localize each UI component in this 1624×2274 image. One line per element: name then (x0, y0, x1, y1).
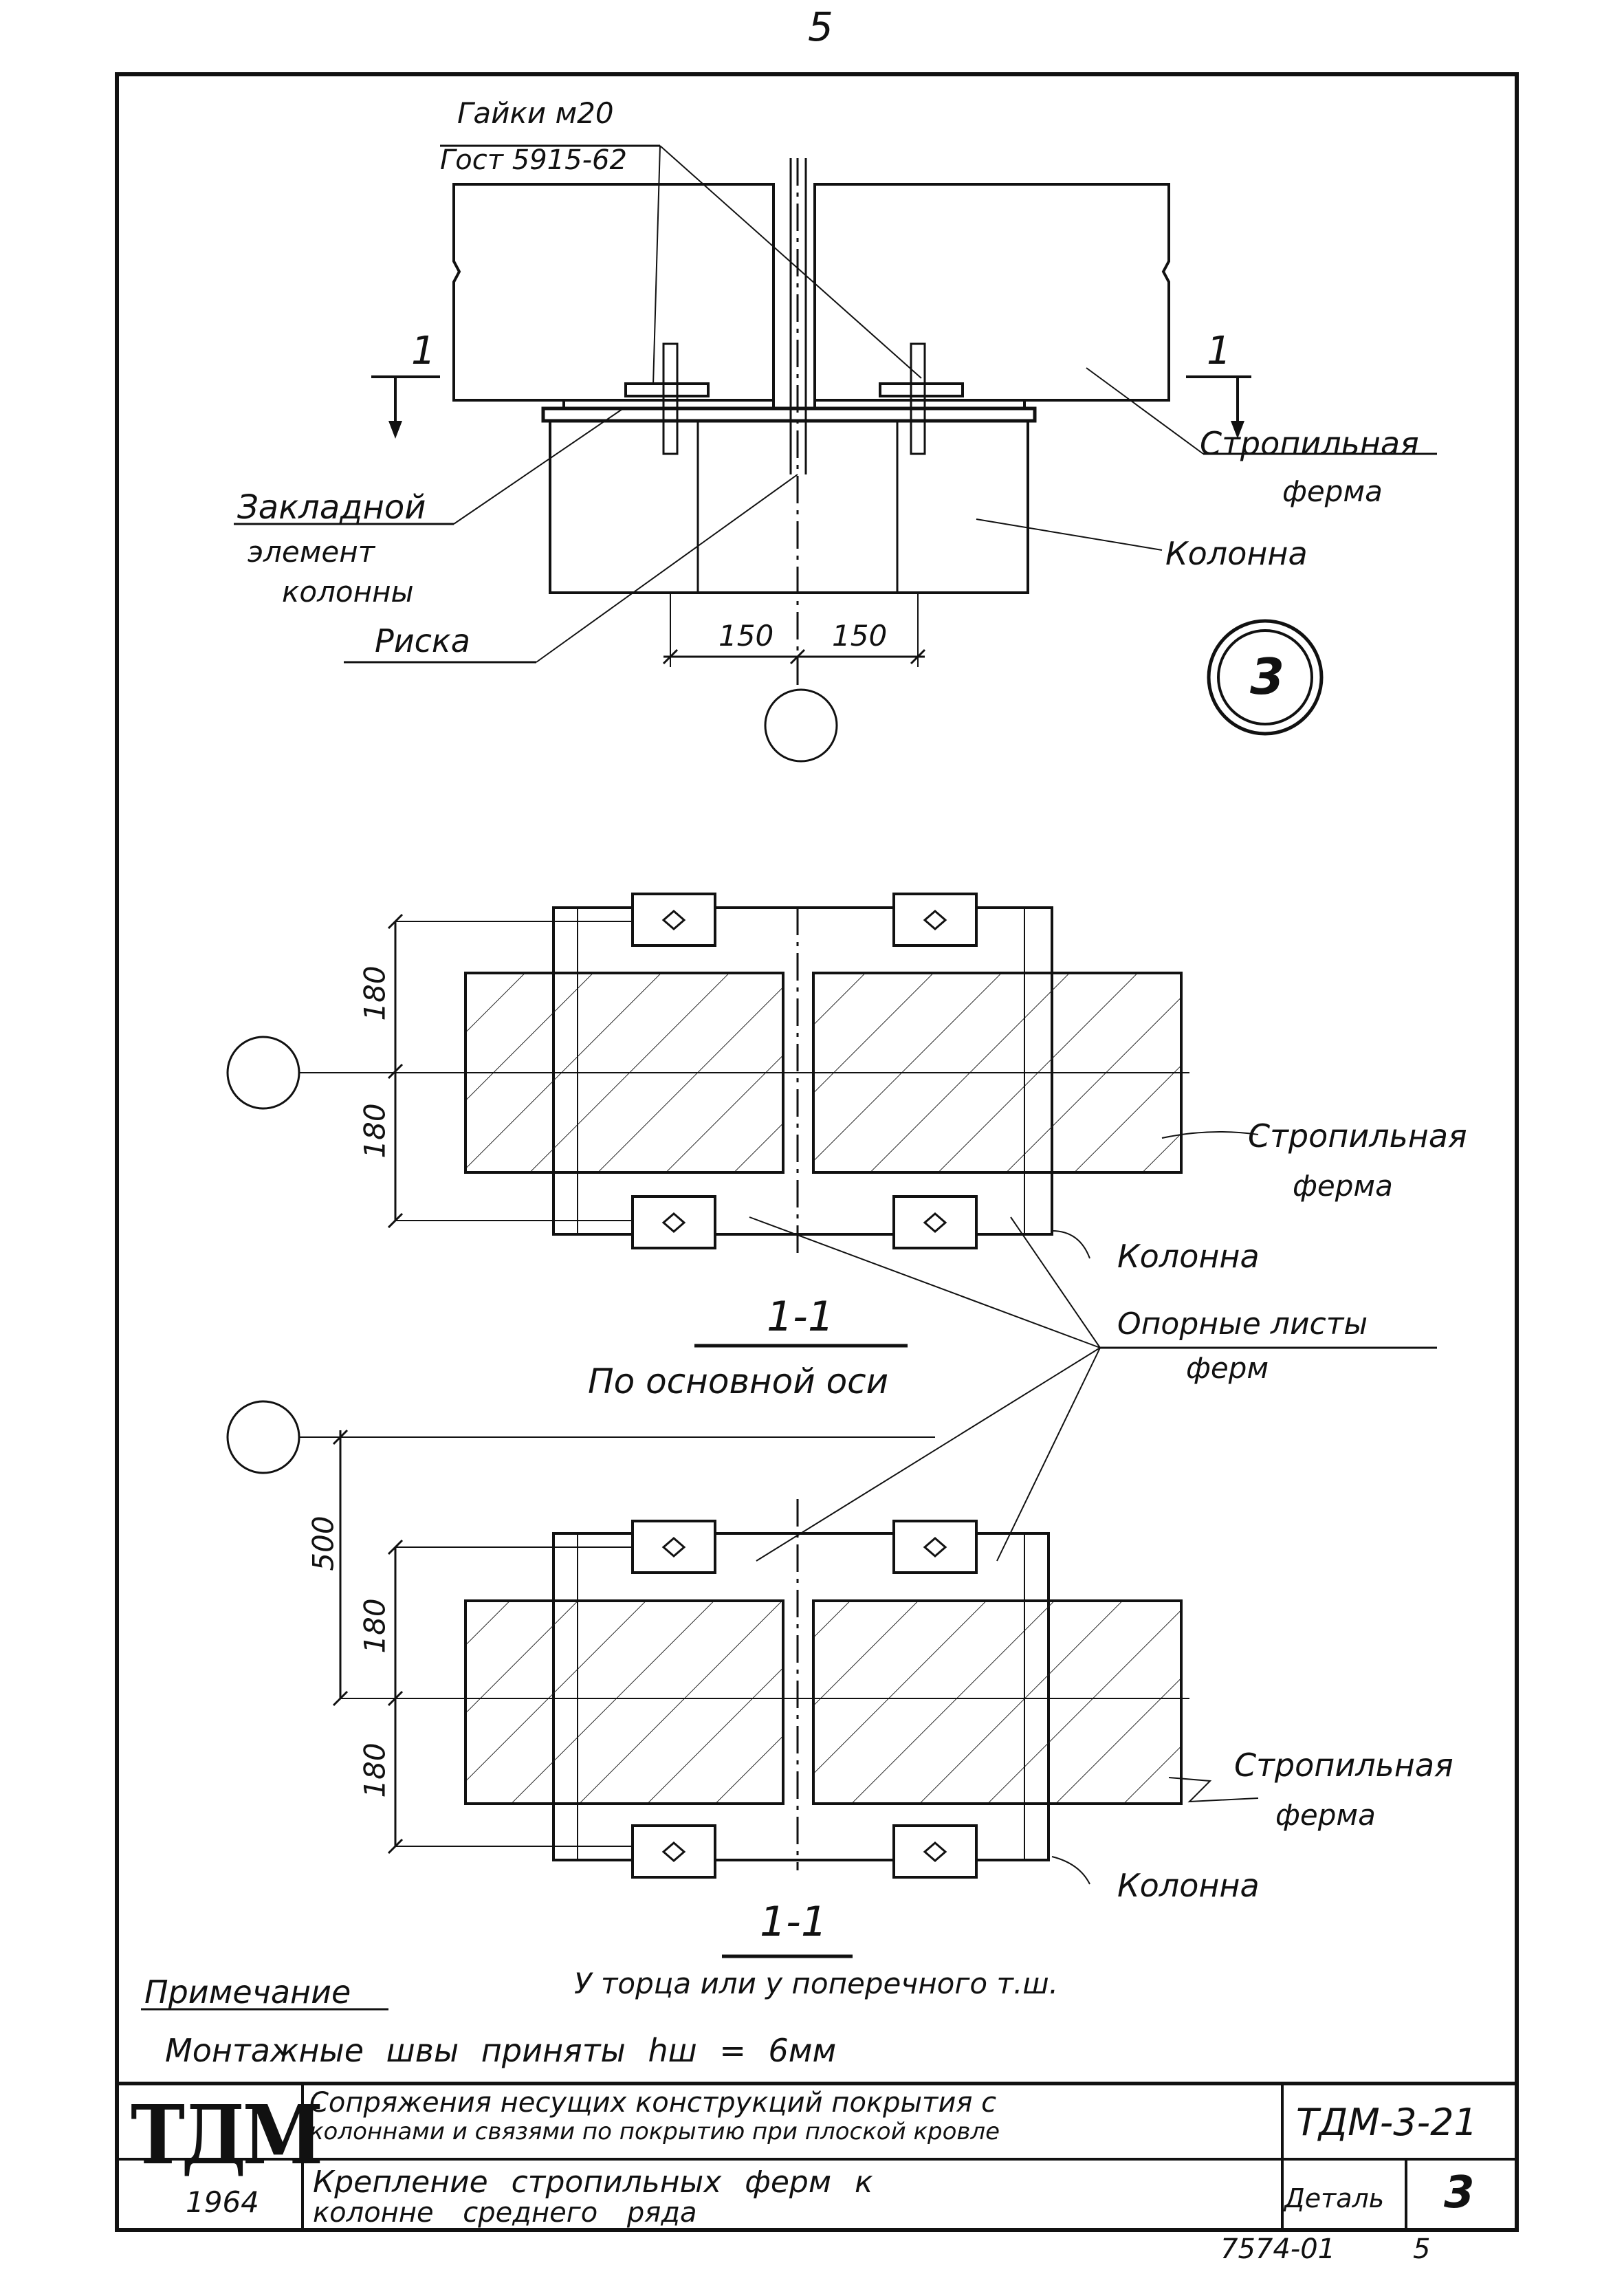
detail-label: Деталь (1284, 2183, 1385, 2213)
section-b-truss-label2: ферма (1275, 1798, 1376, 1832)
section-a-dim-lower: 180 (358, 1103, 392, 1159)
embedded-label-line3: колонны (282, 575, 414, 609)
dim-150-left: 150 (718, 619, 774, 653)
section-a (226, 893, 1437, 1349)
section-a-dim-upper: 180 (358, 965, 392, 1021)
section-b-column-label: Колонна (1117, 1867, 1260, 1904)
sheet-title-line1: Крепление стропильных ферм к (313, 2165, 873, 2200)
section-a-subtitle: По основной оси (588, 1362, 889, 1401)
drawing-code: ТДМ-3-21 (1296, 2101, 1478, 2144)
section-b-title: 1-1 (760, 1898, 827, 1946)
column-top (549, 419, 1029, 594)
column-label-top: Колонна (1165, 535, 1308, 572)
section-b (226, 1347, 1259, 1958)
dim-150-right: 150 (832, 619, 888, 653)
mark-line-label: Риска (375, 622, 470, 659)
archive-page: 5 (1413, 2233, 1431, 2265)
axis-bubble-b (226, 1400, 300, 1474)
sheet-frame (115, 72, 1519, 2232)
section-b-dim-lower: 180 (358, 1742, 392, 1798)
truss-label-top: Стропильная (1200, 425, 1419, 462)
embedded-plate (541, 406, 1037, 423)
tdm-logo: ТДМ (131, 2087, 323, 2183)
axis-bubble-a (226, 1036, 300, 1110)
section-mark-left: 1 (411, 329, 436, 373)
section-a-truss-label1: Стропильная (1248, 1117, 1467, 1155)
embedded-label-line2: элемент (248, 535, 375, 569)
detail-callout-circle (1207, 619, 1324, 736)
note-heading: Примечание (144, 1974, 351, 2011)
section-b-subtitle: У торца или у поперечного т.ш. (574, 1967, 1059, 2000)
section-a-column-label: Колонна (1117, 1238, 1260, 1275)
support-sheets-label1: Опорные листы (1117, 1307, 1368, 1342)
description-line1: Сопряжения несущих конструкций покрытия … (309, 2087, 997, 2119)
truss-left-top (452, 183, 775, 402)
year: 1964 (186, 2185, 259, 2219)
detail-number: 3 (1444, 2167, 1475, 2218)
description-line2: колоннами и связями по покрытию при плос… (309, 2118, 1000, 2145)
archive-number: 7574-01 (1220, 2233, 1336, 2265)
nuts-label-line1: Гайки м20 (457, 96, 614, 130)
support-sheets-label2: ферм (1186, 1351, 1269, 1385)
note-text: Монтажные швы приняты hш = 6мм (165, 2032, 837, 2069)
truss-label-top2: ферма (1282, 474, 1383, 508)
title-block-grid (117, 2081, 1517, 2230)
section-a-title: 1-1 (767, 1293, 834, 1341)
section-mark-right: 1 (1207, 329, 1231, 373)
page-number-top: 5 (808, 3, 833, 50)
embedded-label-line1: Закладной (237, 488, 426, 527)
section-b-truss-label1: Стропильная (1234, 1747, 1453, 1784)
top-detail (234, 144, 1437, 763)
axis-bubble-top (764, 688, 838, 763)
nuts-label-line2: Гост 5915-62 (440, 144, 627, 176)
section-b-dim-500: 500 (306, 1516, 340, 1571)
detail-callout-number: 3 (1250, 648, 1285, 706)
sheet-title-line2: колонне среднего ряда (313, 2197, 697, 2229)
section-b-dim-upper: 180 (358, 1598, 392, 1654)
truss-right-top (813, 183, 1170, 402)
section-a-truss-label2: ферма (1293, 1169, 1393, 1203)
